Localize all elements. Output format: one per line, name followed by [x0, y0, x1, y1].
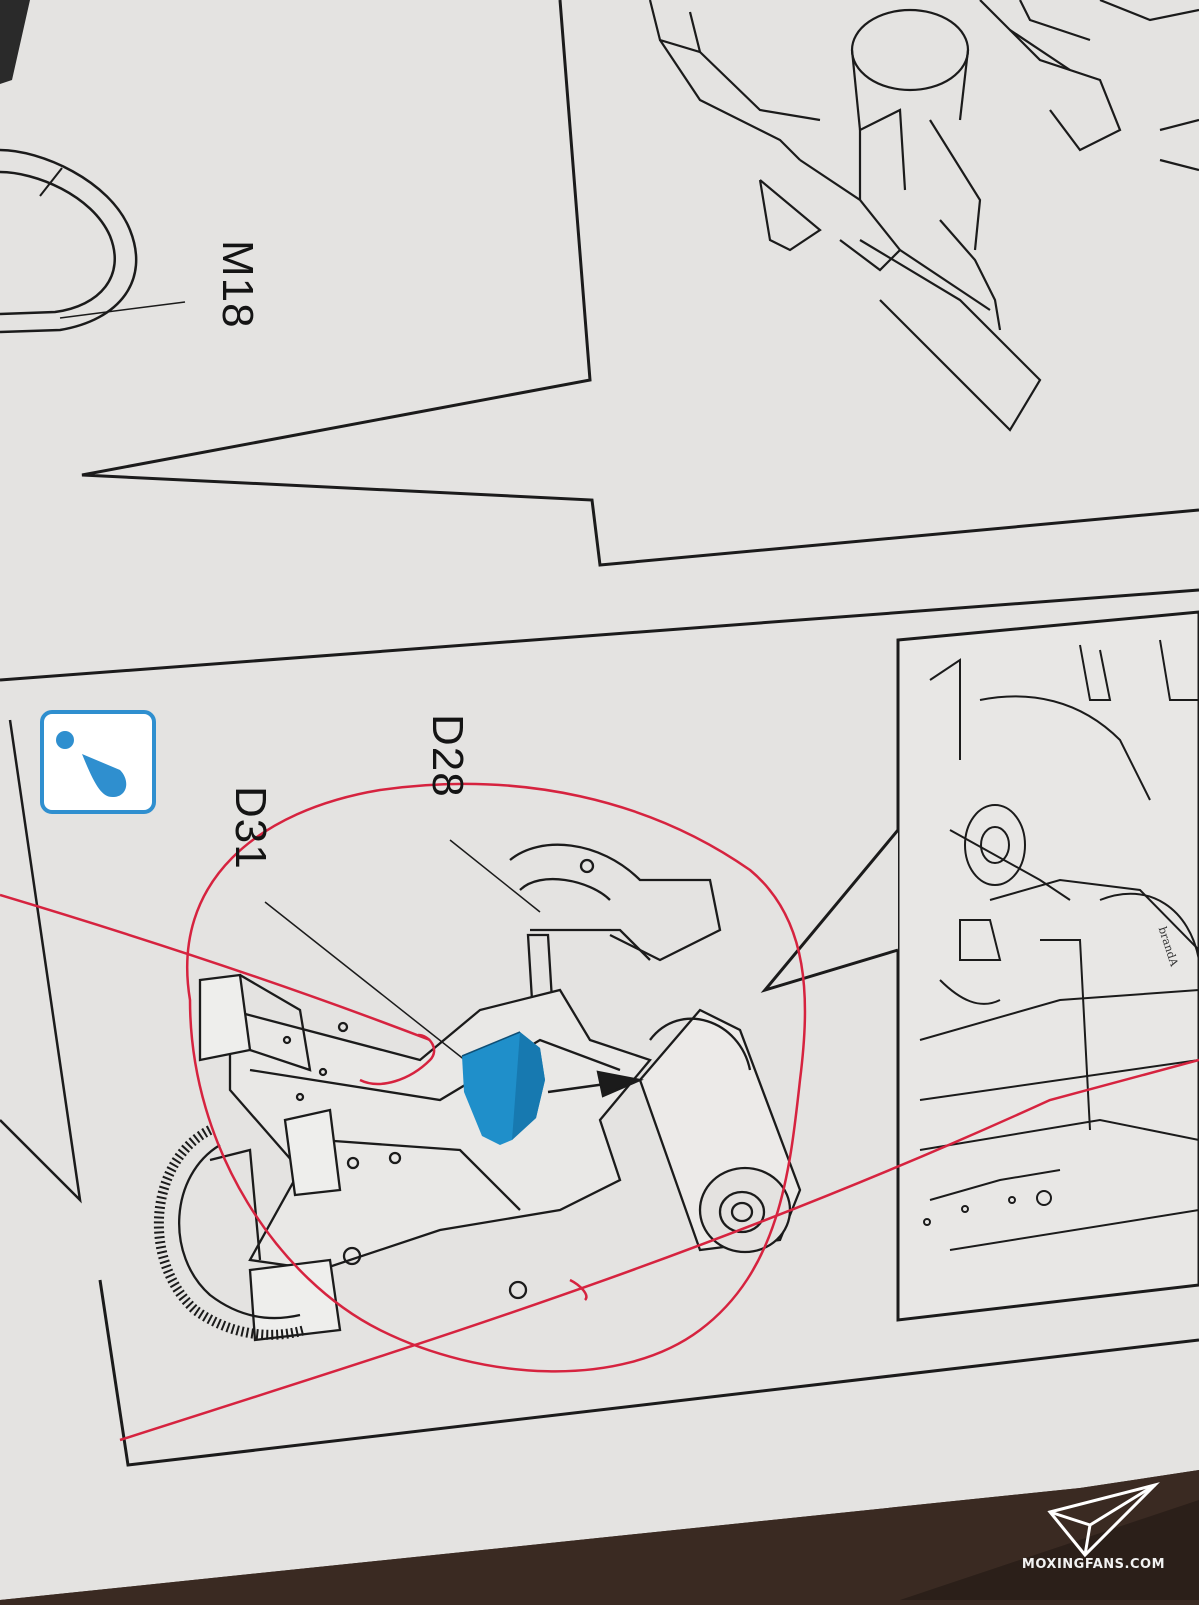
- d31-highlighted-part: [461, 1031, 545, 1145]
- inset-mechanism-drawing: [919, 639, 1199, 1251]
- part-label-m18: M18: [213, 240, 262, 329]
- watermark-text: MOXINGFANS.COM: [1021, 1557, 1165, 1572]
- table-corner: [0, 1470, 1199, 1600]
- clip-shadow: [0, 0, 30, 84]
- main-panel-bottom: [98, 1279, 1199, 1467]
- caution-info-icon: [40, 710, 156, 814]
- red-marker-annotations: [0, 782, 1199, 1442]
- paper-plane-logo-icon: [1047, 1482, 1160, 1558]
- part-label-d28: D28: [423, 714, 472, 798]
- inset-panel: [896, 610, 1199, 1322]
- upper-callout-border: [81, 0, 1199, 567]
- part-label-d31: D31: [226, 786, 275, 870]
- upper-mechanism-drawing: [648, 0, 1199, 432]
- main-panel-border: [0, 588, 1199, 682]
- m18-part: [0, 148, 138, 334]
- main-assembly-drawing: [153, 839, 802, 1342]
